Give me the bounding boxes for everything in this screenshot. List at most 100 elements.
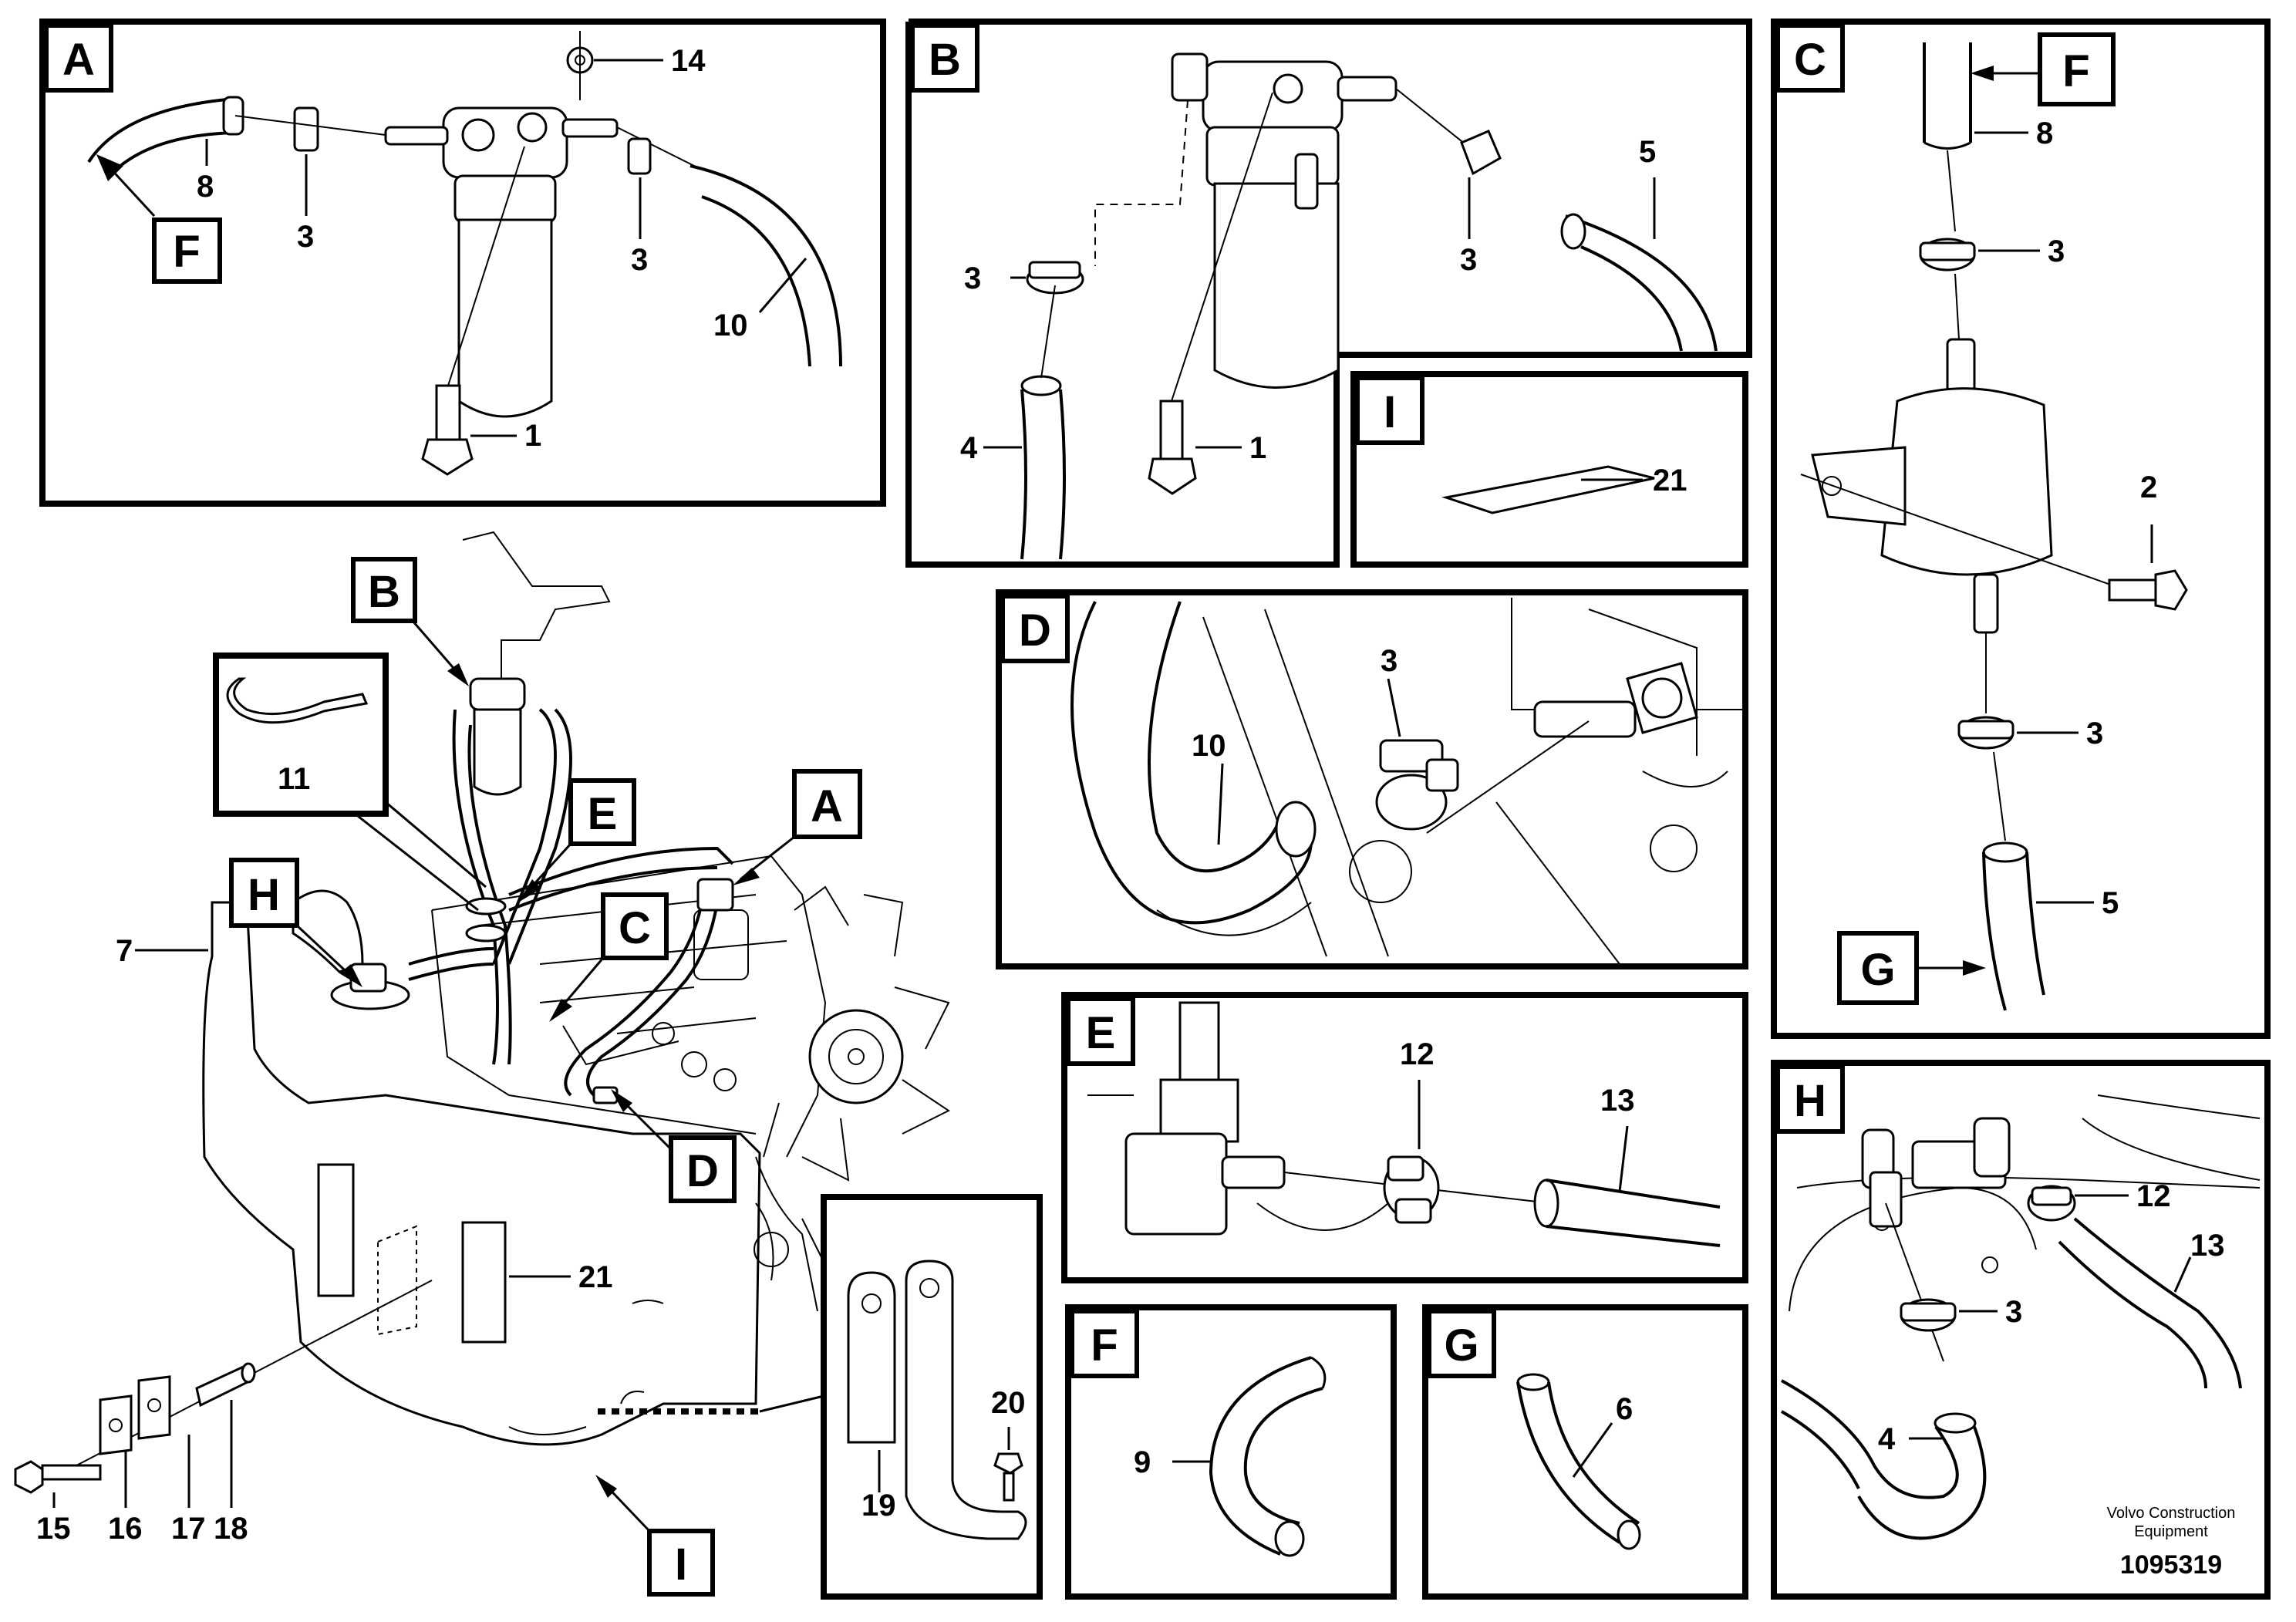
panel-bracket: 20 19: [821, 1194, 1043, 1600]
callout-4: 4: [960, 431, 978, 465]
washer-icon: [99, 1394, 133, 1455]
callout-3: 3: [2086, 717, 2103, 750]
callout-1: 1: [1249, 431, 1266, 465]
fuel-damper-icon: [1811, 338, 2053, 634]
svg-text:I: I: [675, 1539, 687, 1590]
callout-14: 14: [671, 44, 706, 78]
fuel-tank-icon: [202, 901, 761, 1446]
tag-d: D: [611, 1089, 737, 1203]
callout-12: 12: [2136, 1179, 2171, 1213]
callout-8: 8: [197, 170, 214, 204]
engine-icon: [431, 855, 950, 1312]
callout-15: 15: [36, 1512, 71, 1546]
panel-a: A 14: [39, 19, 886, 507]
panel-b-letter: B: [929, 35, 961, 85]
panel-a-ref-f: F: [173, 227, 200, 277]
clamp-icon: [627, 137, 652, 175]
callout-20: 20: [991, 1386, 1026, 1420]
callout-3: 3: [297, 220, 314, 254]
panel-g-letter: G: [1444, 1320, 1478, 1371]
callout-5: 5: [1639, 135, 1656, 169]
spacer-icon: [195, 1362, 256, 1408]
panel-c-letter: C: [1794, 35, 1826, 85]
callout-18: 18: [214, 1512, 248, 1546]
callout-12: 12: [1400, 1037, 1435, 1071]
clamp-icon: [1460, 130, 1502, 176]
svg-text:C: C: [619, 903, 651, 953]
panel-e: E 12 13: [1061, 992, 1748, 1283]
panel-e-letter: E: [1086, 1008, 1116, 1058]
panel-d-letter: D: [1019, 605, 1051, 656]
tie-strap-icon: [226, 677, 369, 724]
panel-c-ref-g: G: [1860, 945, 1895, 995]
bolt-icon: [14, 1460, 102, 1494]
clamp-icon: [1919, 238, 1976, 271]
adhesive-pad-icon: [1441, 465, 1655, 514]
svg-text:H: H: [248, 870, 280, 920]
tag-c: C: [549, 892, 669, 1022]
bolt-icon: [421, 384, 474, 476]
clamp-icon: [1900, 1298, 1957, 1332]
callout-1: 1: [524, 419, 541, 453]
callout-10: 10: [713, 309, 748, 342]
tag-h: H: [229, 858, 362, 987]
clamp-icon: [2027, 1185, 2076, 1222]
callout-10: 10: [1192, 729, 1226, 763]
callout-21: 21: [578, 1260, 613, 1294]
fuel-lines-icon: [292, 531, 734, 1104]
fitting-icon: [1124, 1001, 1286, 1236]
svg-text:B: B: [368, 567, 400, 617]
clamp-icon: [1383, 1155, 1440, 1224]
panel-i: I 21: [1350, 371, 1748, 568]
callout-3: 3: [631, 243, 648, 277]
bracket-icon: [847, 1259, 1027, 1540]
callout-3: 3: [2005, 1295, 2022, 1329]
callout-3: 3: [1460, 243, 1477, 277]
tag-b: B: [351, 557, 469, 686]
hose-icon: [1209, 1356, 1312, 1556]
clamp-icon: [293, 106, 319, 152]
panel-b: B: [905, 19, 1752, 568]
callout-6: 6: [1616, 1392, 1633, 1426]
washer-icon: [137, 1375, 171, 1440]
fuel-filter-icon: [1171, 52, 1397, 389]
callout-7: 7: [116, 934, 133, 968]
callout-3: 3: [2048, 234, 2065, 268]
footer-company-line2: Equipment: [2134, 1523, 2208, 1540]
callout-9: 9: [1134, 1445, 1151, 1479]
panel-f-letter: F: [1091, 1320, 1118, 1371]
callout-3: 3: [1381, 644, 1397, 678]
svg-text:D: D: [686, 1146, 719, 1196]
callout-11: 11: [278, 762, 310, 796]
callout-3: 3: [964, 261, 981, 295]
callout-21: 21: [1653, 464, 1687, 497]
panel-h: H 12: [1771, 1060, 2271, 1600]
callout-13: 13: [1600, 1084, 1635, 1118]
tag-a: A: [733, 769, 862, 885]
callout-13: 13: [2190, 1229, 2225, 1263]
callout-8: 8: [2036, 116, 2053, 150]
sender-unit-icon: [1861, 1117, 2011, 1228]
clamp-icon: [1026, 261, 1084, 295]
panel-f: F 9: [1065, 1304, 1397, 1600]
callout-17: 17: [171, 1512, 206, 1546]
panel-c: C 2: [1771, 19, 2271, 1039]
overview: 11 7 21 15 16 17 18: [14, 531, 950, 1597]
panel-h-letter: H: [1794, 1076, 1826, 1126]
bolt-icon: [993, 1452, 1023, 1502]
bolt-icon: [1148, 400, 1197, 495]
callout-2: 2: [2140, 470, 2157, 504]
fitting-icon: [1533, 662, 1698, 738]
panel-d: D 3 10: [996, 589, 1748, 969]
callout-5: 5: [2102, 886, 2119, 920]
footer-company-line1: Volvo Construction: [2107, 1505, 2236, 1522]
tag-e: E: [518, 778, 636, 902]
svg-text:A: A: [811, 781, 843, 831]
callout-19: 19: [861, 1489, 896, 1523]
svg-text:E: E: [588, 789, 618, 839]
hose-icon: [1516, 1381, 1621, 1544]
fuel-filter-icon: [384, 106, 619, 418]
drawing-number: 1095319: [2120, 1550, 2222, 1580]
bolt-icon: [2108, 569, 2188, 611]
